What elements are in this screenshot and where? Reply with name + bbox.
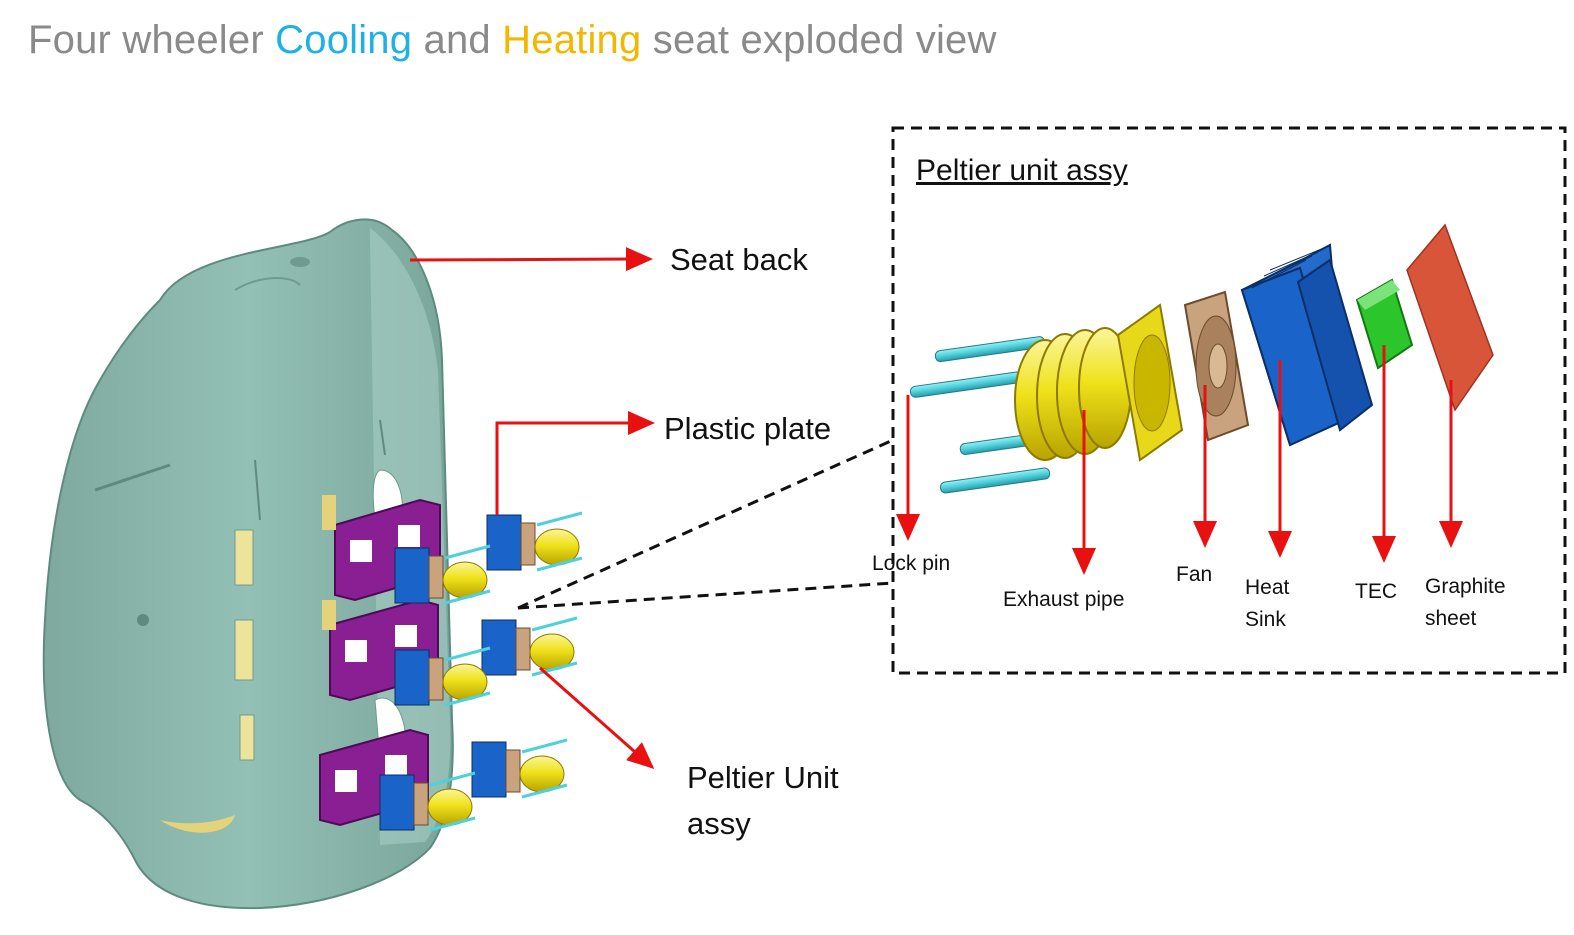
title-middle: and (412, 18, 503, 62)
seat-back-shell (42, 218, 454, 910)
graphite-label-line2: sheet (1425, 607, 1477, 630)
exhaust-pipe (1014, 303, 1184, 462)
peltier-units-mounted (379, 511, 583, 832)
graphite-sheet (1406, 223, 1494, 412)
exhaust-pipe-label: Exhaust pipe (1003, 588, 1125, 611)
graphite-label-line1: Graphite (1425, 575, 1506, 598)
title-prefix: Four wheeler (28, 18, 276, 62)
title-heating: Heating (502, 18, 642, 62)
detail-box-title: Peltier unit assy (916, 154, 1128, 187)
peltier-unit-label-line2: assy (687, 806, 751, 841)
title-suffix: seat exploded view (641, 18, 997, 62)
seat-back-label: Seat back (670, 242, 808, 277)
lock-pin-label: Lock pin (872, 552, 951, 575)
detail-box (891, 126, 1567, 675)
seat-back-arrow (409, 247, 653, 272)
tec-label: TEC (1355, 580, 1397, 603)
plastic-plate-label: Plastic plate (664, 411, 832, 446)
fan (1183, 290, 1250, 442)
part-arrows (896, 345, 1463, 575)
fan-label: Fan (1176, 563, 1213, 586)
zoom-connector-lines (517, 438, 894, 610)
heat-sink-label-line2: Sink (1245, 608, 1286, 631)
lock-pins (909, 336, 1051, 494)
callout-arrows-left (409, 247, 655, 769)
plastic-plate-arrow (495, 411, 655, 515)
tec (1355, 278, 1414, 370)
peltier-unit-label-line1: Peltier Unit (687, 760, 839, 795)
heat-sink-label-line1: Heat (1245, 576, 1290, 599)
peltier-unit-arrow (539, 666, 655, 769)
title-cooling: Cooling (275, 18, 413, 62)
page-title: Four wheeler Cooling and Heating seat ex… (28, 18, 997, 63)
heat-sink (1240, 243, 1374, 447)
